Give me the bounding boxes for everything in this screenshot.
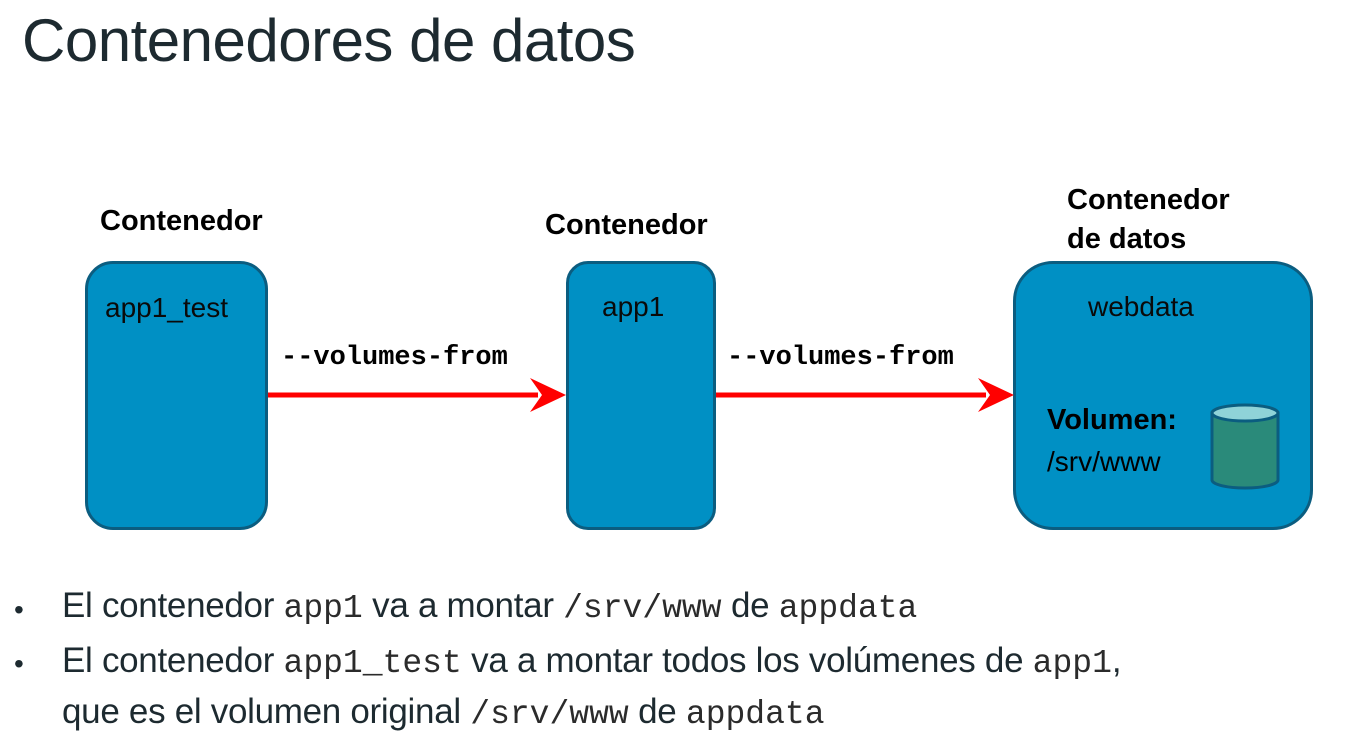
bullet-2-text-a: El contenedor: [62, 641, 284, 680]
container-heading-app1-test: Contenedor: [100, 205, 263, 237]
volume-path: /srv/www: [1047, 446, 1161, 477]
arrow-label-volumes-from-1: --volumes-from: [281, 343, 508, 373]
bullet-1-text-a: El contenedor: [62, 586, 284, 625]
bullet-marker-1: •: [14, 594, 24, 625]
container-name-app1-test: app1_test: [105, 292, 228, 323]
bullet-1-text-c: de: [721, 586, 779, 625]
bullet-2-line-1: El contenedor app1_test va a montar todo…: [62, 641, 1122, 682]
container-heading-app1: Contenedor: [545, 209, 708, 241]
bullet-2-text-b: va a montar todos los volúmenes de: [461, 641, 1033, 680]
arrow-app1-to-webdata: [716, 378, 1014, 412]
bullet-2-code-app1-test: app1_test: [283, 645, 462, 682]
bullet-1-text-b: va a montar: [362, 586, 564, 625]
bullet-2-line-2: que es el volumen original /srv/www de a…: [62, 692, 825, 733]
bullet-marker-2: •: [14, 648, 24, 679]
container-box-app1: [566, 261, 716, 530]
container-name-app1: app1: [602, 291, 665, 322]
bullet-2-text-d: que es el volumen original: [62, 692, 471, 731]
arrow-app1-test-to-app1: [268, 378, 566, 412]
page-title: Contenedores de datos: [22, 7, 636, 74]
container-box-app1-test: [85, 261, 268, 530]
volume-title: Volumen:: [1047, 404, 1177, 436]
bullet-2-code-path: /srv/www: [470, 696, 629, 733]
bullet-2-code-app1: app1: [1032, 645, 1112, 682]
bullet-1-code-app1: app1: [283, 590, 363, 627]
bullet-2-code-appdata: appdata: [685, 696, 825, 733]
container-heading-webdata-line2: de datos: [1067, 223, 1187, 255]
bullet-1-code-path: /srv/www: [563, 590, 722, 627]
arrow-label-volumes-from-2: --volumes-from: [727, 343, 954, 373]
container-heading-webdata-line1: Contenedor: [1067, 184, 1230, 216]
container-name-webdata: webdata: [1088, 291, 1194, 322]
bullet-2-text-c: ,: [1111, 641, 1122, 680]
bullet-1-line-1: El contenedor app1 va a montar /srv/www …: [62, 586, 917, 627]
bullet-1-code-appdata: appdata: [778, 590, 918, 627]
bullet-2-text-e: de: [628, 692, 686, 731]
